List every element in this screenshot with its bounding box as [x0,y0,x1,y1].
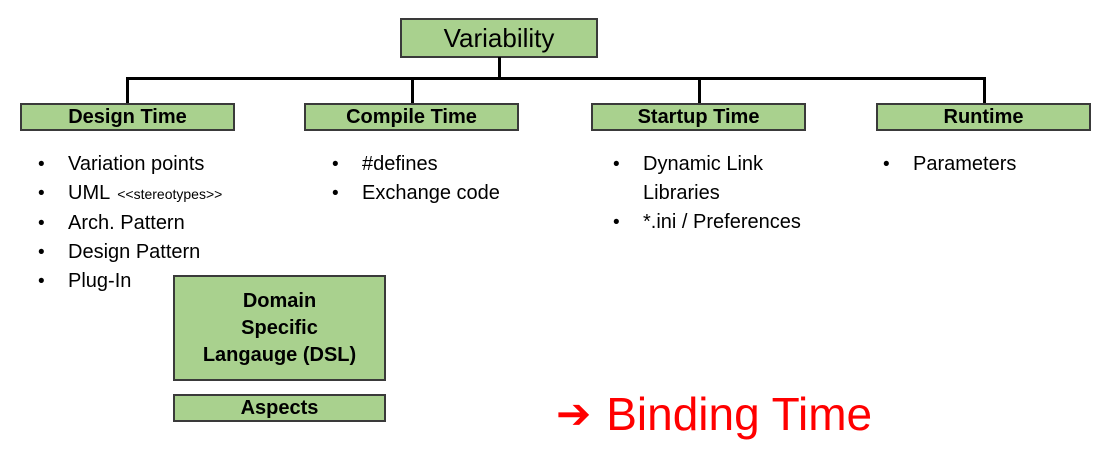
list-item: Exchange code [332,179,562,208]
variability-box: Variability [400,18,598,58]
compile-time-list: #defines Exchange code [332,150,562,208]
startup-time-label: Startup Time [637,105,760,128]
compile-time-label: Compile Time [346,105,477,128]
bullet-icon [38,179,68,208]
bullet-icon [38,238,68,267]
design-time-label: Design Time [68,105,187,128]
list-item-text: Parameters [913,153,1017,175]
right-arrow-icon: ➔ [556,390,592,437]
list-item-text: Variation points [68,153,205,175]
bullet-icon [883,150,913,179]
list-item: Design Pattern [38,238,288,267]
startup-time-list: Dynamic Link Libraries *.ini / Preferenc… [613,150,823,237]
bullet-icon [613,208,643,237]
compile-time-box: Compile Time [304,103,519,131]
bullet-icon [38,267,68,296]
list-item-text: #defines [362,153,438,175]
list-item: #defines [332,150,562,179]
list-item-text: Dynamic Link Libraries [643,153,764,204]
runtime-list: Parameters [883,150,1103,179]
list-item: Arch. Pattern [38,209,288,238]
list-item: *.ini / Preferences [613,208,823,237]
binding-time-annotation: ➔ Binding Time [556,388,872,440]
connector-drop-runtime [983,79,986,103]
list-item-text: Design Pattern [68,241,201,263]
variability-label: Variability [443,22,555,53]
binding-time-label: Binding Time [606,388,873,440]
runtime-box: Runtime [876,103,1091,131]
list-item-text: Arch. Pattern [68,212,185,234]
bullet-icon [332,150,362,179]
connector-stem [498,57,501,79]
bullet-icon [332,179,362,208]
design-time-list: Variation points UML<<stereotypes>> Arch… [38,150,288,296]
design-time-box: Design Time [20,103,235,131]
connector-horizontal-bar [126,77,986,80]
connector-drop-design [126,79,129,103]
list-item: Plug-In [38,267,288,296]
list-item-text: Exchange code [362,182,500,204]
list-item: Dynamic Link Libraries [613,150,823,208]
aspects-label: Aspects [240,396,319,419]
startup-time-box: Startup Time [591,103,806,131]
list-item: Variation points [38,150,288,179]
dsl-label: Domain Specific Langauge (DSL) [202,289,357,366]
list-item: UML<<stereotypes>> [38,179,288,209]
runtime-label: Runtime [943,105,1024,128]
connector-drop-startup [698,79,701,103]
list-item-text: Plug-In [68,270,132,292]
list-item-text: UML<<stereotypes>> [68,182,223,204]
connector-drop-compile [411,79,414,103]
bullet-icon [38,150,68,179]
aspects-box: Aspects [173,394,386,422]
bullet-icon [613,150,643,179]
list-item-text: *.ini / Preferences [643,211,801,233]
list-item: Parameters [883,150,1103,179]
stereotypes-note: <<stereotypes>> [117,186,223,202]
dsl-box: Domain Specific Langauge (DSL) [173,275,386,381]
bullet-icon [38,209,68,238]
